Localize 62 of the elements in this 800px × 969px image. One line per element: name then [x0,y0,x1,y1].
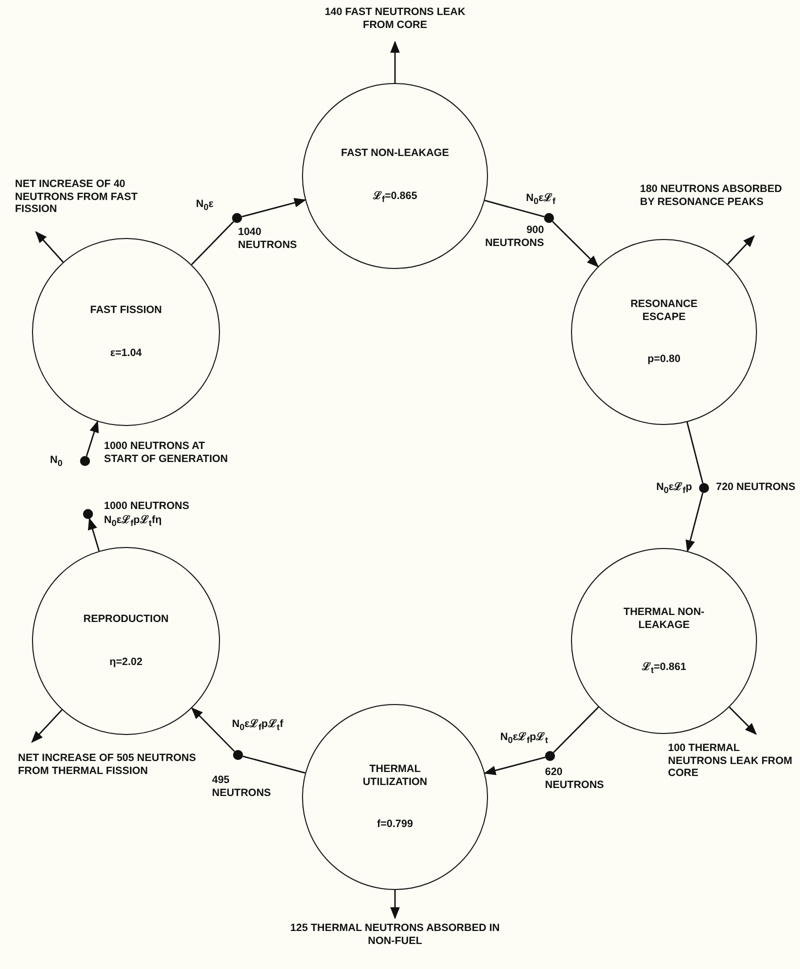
annotation-text: 1040 NEUTRONS [238,226,298,252]
factor-value: η=2.02 [110,656,142,669]
arrow [242,198,306,218]
connector-line [686,422,704,484]
annotation-text: N$_{0}$εℒ$_{f}$pℒ$_{t}$ [499,731,548,746]
arrow [390,890,400,920]
junction-dot [699,483,709,493]
process-circle [571,239,757,425]
arrow [88,518,100,552]
process-circle [32,547,220,735]
stage-title: FAST FISSION [90,304,162,317]
factor-value: p=0.80 [648,353,680,366]
annotation-text: N$_{0}$εℒ$_{f}$pℒ$_{t}$f [232,718,284,733]
stage-title: REPRODUCTION [83,613,169,626]
annotation-text: N$_{0}$εℒ$_{f}$pℒ$_{t}$fη [104,514,162,529]
factor-value: ℒ$_{t}$=0.861 [642,661,686,676]
stage-title: THERMAL NON-LEAKAGE [622,606,706,632]
connector-line [242,756,306,774]
annotation-text: 720 NEUTRONS [716,481,796,494]
arrow [728,706,757,735]
arrow [552,221,599,268]
junction-dot [80,456,90,466]
note-text: 180 NEUTRONS ABSORBED BY RESONANCE PEAKS [640,183,790,208]
note-text: 100 THERMAL NEUTRONS LEAK FROM CORE [668,742,793,780]
junction-dot [232,213,242,223]
annotation-text: 900 NEUTRONS [484,224,544,250]
annotation-text: N$_{0}$εℒ$_{f}$p [655,481,692,496]
arrow [86,420,99,456]
arrow [35,231,64,263]
arrow [484,756,546,776]
annotation-text: 620 NEUTRONS [545,766,605,792]
connector-line [191,221,234,266]
connector-line [553,706,600,753]
annotation-text: N$_{0}$εℒ$_{f}$ [526,192,556,207]
process-circle [32,238,220,426]
annotation-text: 1000 NEUTRONS [104,500,190,513]
stage-title: RESONANCE ESCAPE [629,298,699,324]
arrow [686,492,704,552]
junction-dot [83,509,93,519]
annotation-text: 495 NEUTRONS [212,774,272,800]
stage-title: FAST NON-LEAKAGE [341,147,449,160]
arrow [727,235,755,265]
annotation-text: N$_{0}$ε [196,198,214,213]
note-text: 125 THERMAL NEUTRONS ABSORBED IN NON-FUEL [290,922,500,948]
process-circle [302,704,488,890]
factor-value: ε=1.04 [110,347,142,360]
note-text: NET INCREASE OF 40 NEUTRONS FROM FAST FISSION [15,178,165,216]
annotation-text: N$_{0}$ [50,454,62,469]
arrow [390,40,400,83]
connector-line [484,200,544,218]
junction-dot [233,750,243,760]
factor-value: f=0.799 [377,818,413,831]
junction-dot [545,751,555,761]
arrow [31,709,62,743]
note-text: 140 FAST NEUTRONS LEAK FROM CORE [320,6,470,32]
note-text: NET INCREASE OF 505 NEUTRONS FROM THERMAL FISSION [18,752,203,778]
arrow [191,707,235,752]
junction-dot [544,213,554,223]
annotation-text: 1000 NEUTRONS AT START OF GENERATION [104,440,229,466]
factor-value: ℒ$_{f}$=0.865 [372,190,418,205]
process-circle [571,548,757,734]
stage-title: THERMAL UTILIZATION [362,763,428,788]
